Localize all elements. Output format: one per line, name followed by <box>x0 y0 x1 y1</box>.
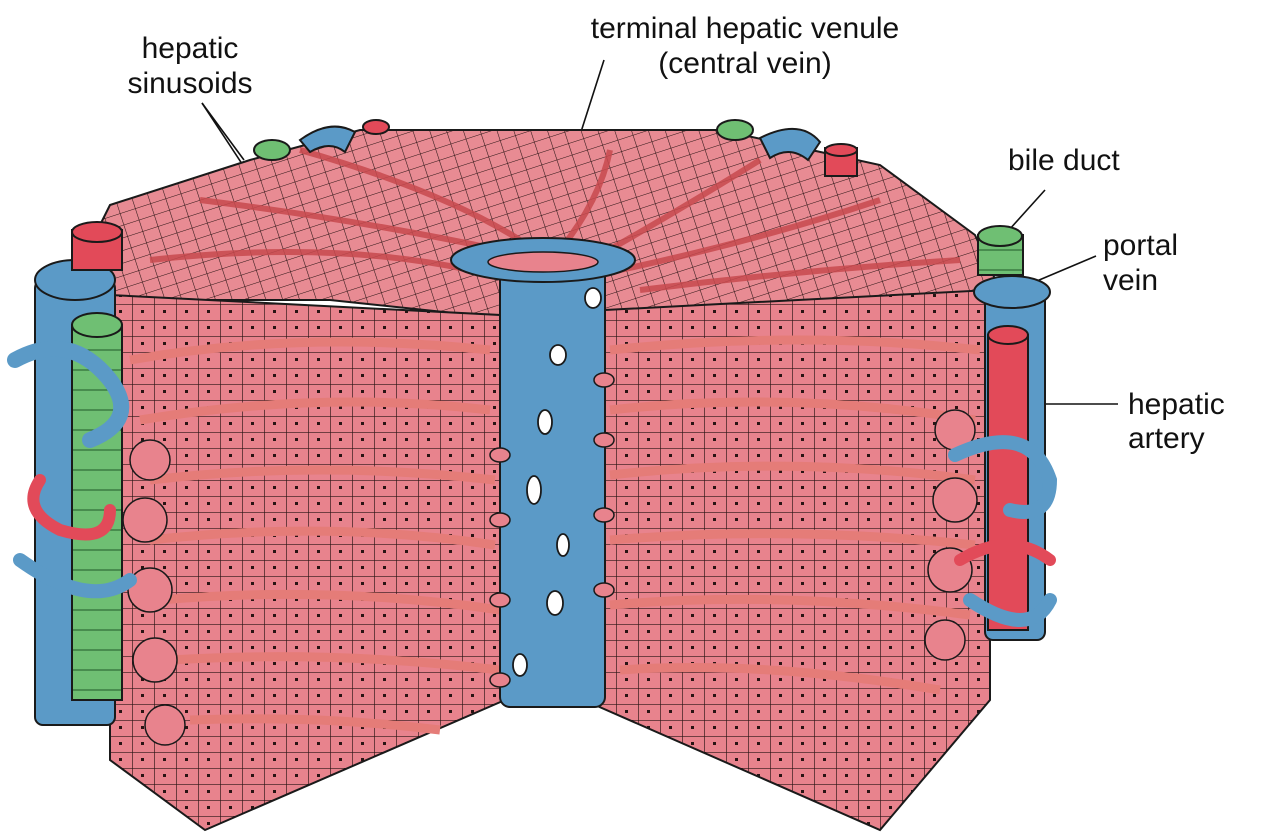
rear-left-artery <box>363 120 389 134</box>
label-bile-duct: bile duct <box>1008 144 1120 177</box>
label-portal-vein-line1: portal <box>1103 229 1178 262</box>
right-hepatic-artery <box>988 335 1028 630</box>
rear-left-bile-duct <box>254 140 290 160</box>
rear-right-bile-duct <box>717 120 753 140</box>
label-terminal-hepatic-venule-line1: terminal hepatic venule <box>591 12 900 45</box>
lobule-left-face <box>110 295 505 830</box>
label-hepatic-sinusoids-line1: hepatic <box>142 32 239 65</box>
lobule-right-face <box>595 290 990 830</box>
left-portal-triad <box>15 222 130 725</box>
label-central-vein-line2: (central vein) <box>658 47 831 80</box>
label-hepatic-artery-line1: hepatic <box>1128 388 1225 421</box>
label-portal-vein-line2: vein <box>1103 264 1158 297</box>
label-hepatic-sinusoids-line2: sinusoids <box>127 67 252 100</box>
label-hepatic-artery-line2: artery <box>1128 422 1205 455</box>
